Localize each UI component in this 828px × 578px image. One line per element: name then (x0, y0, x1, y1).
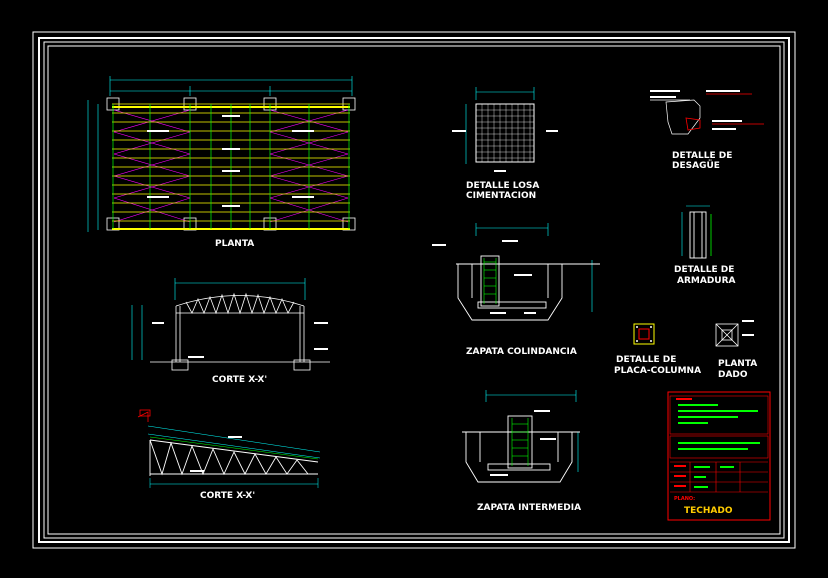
title-block (667, 391, 771, 521)
detalle-desague-label-1: DETALLE DE (672, 151, 732, 161)
corte-2-label: CORTE X-X' (200, 491, 255, 501)
zapata-colindancia-label: ZAPATA COLINDANCIA (466, 347, 577, 357)
zapata-colindancia (432, 223, 600, 321)
planta-dado-label-2: DADO (718, 370, 748, 380)
corte-section-2 (137, 409, 321, 488)
detalle-desague (650, 90, 764, 135)
detalle-armadura-label-1: DETALLE DE (674, 265, 734, 275)
corte-section-1 (131, 278, 330, 371)
detalle-placa-columna (633, 323, 655, 345)
sheet-frame (32, 31, 796, 549)
detalle-placa-label-1: DETALLE DE (616, 355, 676, 365)
title-plano-value: TECHADO (684, 506, 733, 516)
planta-dado (715, 320, 754, 347)
planta-plan (87, 76, 356, 232)
detalle-losa-label-2: CIMENTACION (466, 191, 536, 201)
planta-dado-label-1: PLANTA (718, 359, 757, 369)
zapata-intermedia-label: ZAPATA INTERMEDIA (477, 503, 581, 513)
detalle-placa-label-2: PLACA-COLUMNA (614, 366, 701, 376)
detalle-losa-label-1: DETALLE LOSA (466, 181, 539, 191)
zapata-intermedia (462, 390, 580, 483)
detalle-armadura-label-2: ARMADURA (677, 276, 736, 286)
corte-1-label: CORTE X-X' (212, 375, 267, 385)
detalle-armadura (681, 205, 712, 259)
title-plano-label: PLANO: (674, 496, 695, 502)
detalle-desague-label-2: DESAGÜE (672, 160, 720, 171)
detalle-losa (452, 87, 558, 172)
planta-label: PLANTA (215, 239, 254, 249)
